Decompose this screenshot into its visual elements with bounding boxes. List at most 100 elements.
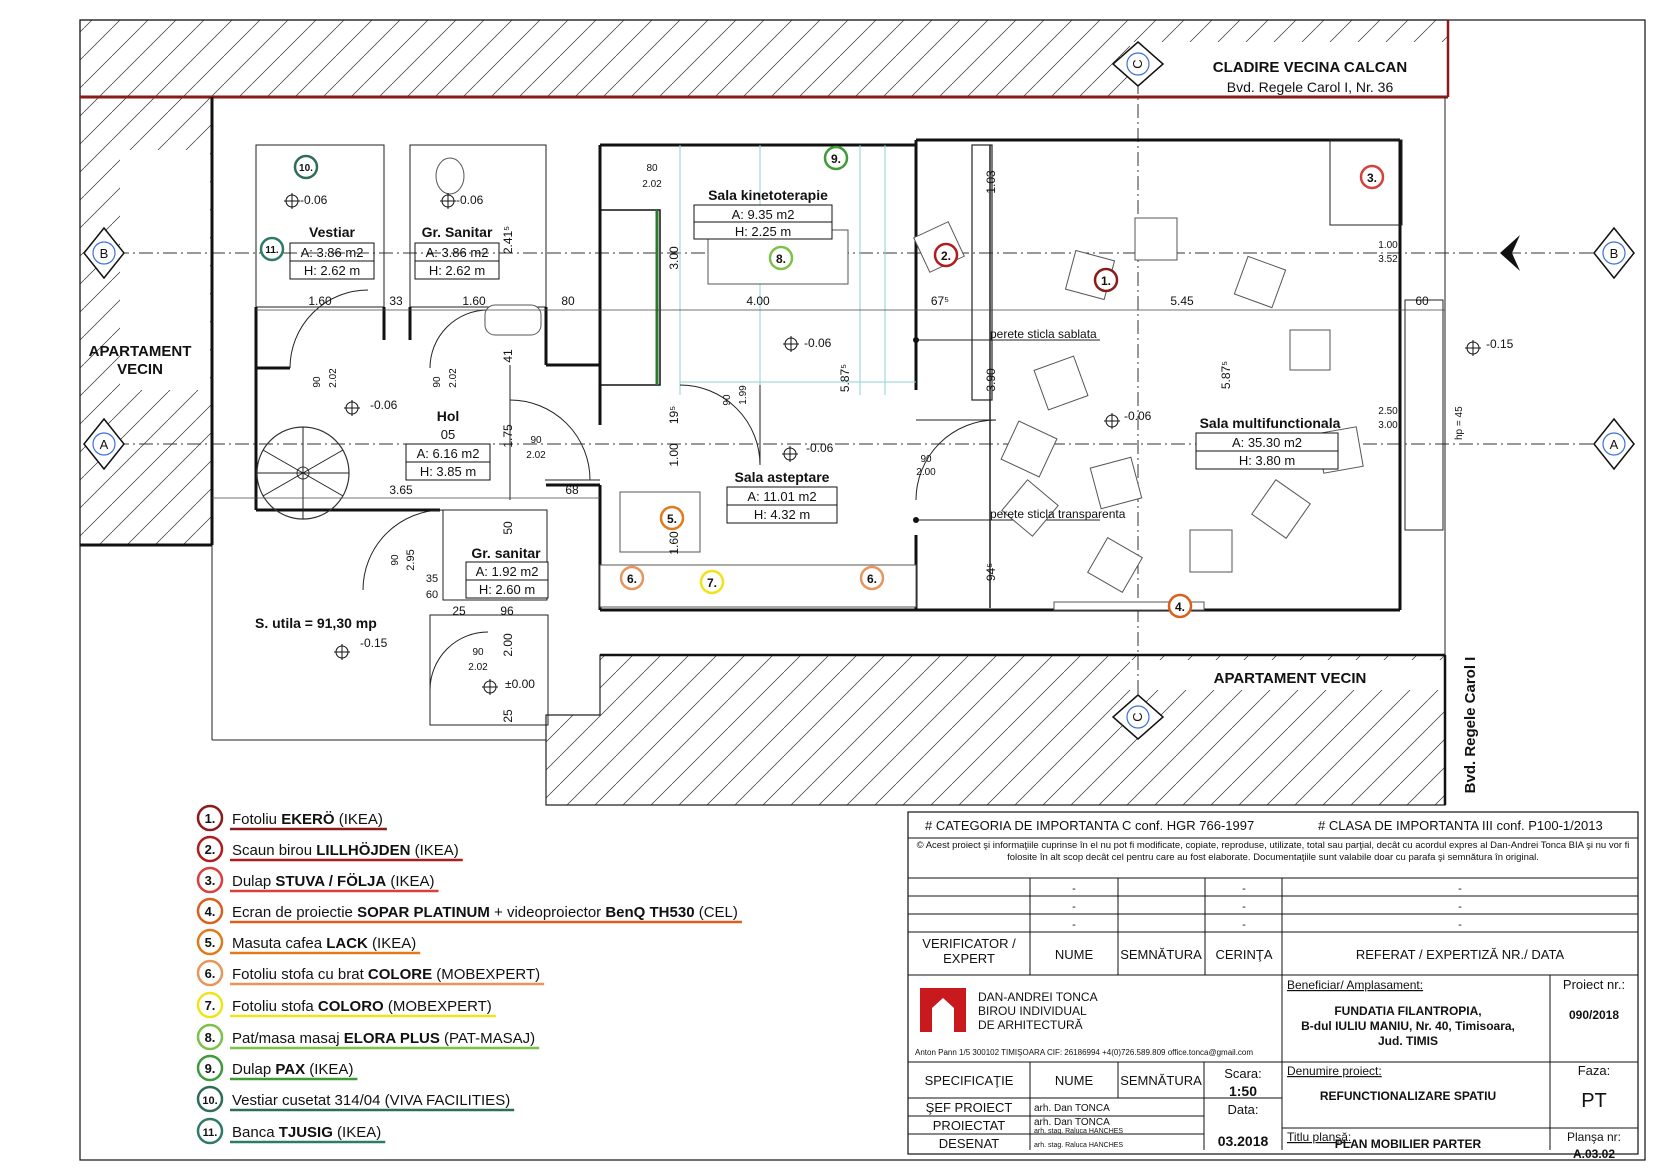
svg-text:H: 2.60 m: H: 2.60 m xyxy=(479,582,535,597)
legend-item: 2. Scaun birou LILLHÖJDEN (IKEA) xyxy=(196,835,463,863)
svg-text:2.02: 2.02 xyxy=(526,450,546,461)
svg-text:-: - xyxy=(1242,883,1246,895)
svg-text:Jud. TIMIS: Jud. TIMIS xyxy=(1378,1034,1438,1048)
axis-bubble-b-right: B xyxy=(1593,226,1635,280)
legend-label: Dulap PAX (IKEA) xyxy=(232,1061,353,1078)
legend-number-badge xyxy=(196,928,224,956)
legend-number-badge xyxy=(196,1023,224,1051)
svg-text:FUNDATIA FILANTROPIA,: FUNDATIA FILANTROPIA, xyxy=(1334,1004,1481,1018)
svg-text:3.: 3. xyxy=(1367,171,1377,185)
svg-text:Hol: Hol xyxy=(437,408,460,424)
category-note: # CATEGORIA DE IMPORTANTA C conf. HGR 76… xyxy=(925,818,1254,833)
legend-item: 3.Dulap STUVA / FÖLJA (IKEA) xyxy=(196,866,439,894)
legend-label: Scaun birou LILLHÖJDEN (IKEA) xyxy=(232,842,459,859)
left-apartment-label-1: APARTAMENT xyxy=(89,343,192,360)
plansa-number: A.03.02 xyxy=(1573,1147,1615,1161)
room-label-hol: Hol 05 A: 6.16 m2 H: 3.85 m xyxy=(405,408,491,481)
svg-text:2.02: 2.02 xyxy=(448,368,459,388)
svg-text:Gr. Sanitar: Gr. Sanitar xyxy=(422,224,493,240)
furniture-legend: 1.Fotoliu EKERÖ (IKEA) 2. Scaun birou LILL… xyxy=(196,804,742,1145)
svg-text:1.60: 1.60 xyxy=(308,294,332,308)
hp-note: hp = 45 xyxy=(1454,406,1465,440)
svg-text:2.41⁵: 2.41⁵ xyxy=(501,226,515,254)
legend-label: Dulap STUVA / FÖLJA (IKEA) xyxy=(232,873,435,890)
svg-text:REFERAT / EXPERTIZĂ NR./ DATA: REFERAT / EXPERTIZĂ NR./ DATA xyxy=(1356,947,1565,962)
legend-item: 6.Fotoliu stofa cu brat COLORE (MOBEXPER… xyxy=(196,959,545,987)
svg-text:Sala asteptare: Sala asteptare xyxy=(735,469,830,485)
svg-text:Vestiar: Vestiar xyxy=(309,224,355,240)
svg-text:94⁵: 94⁵ xyxy=(984,563,998,581)
marker-9: 9. xyxy=(823,145,849,171)
svg-text:B-dul IULIU MANIU, Nr. 40, Tim: B-dul IULIU MANIU, Nr. 40, Timisoara, xyxy=(1301,1019,1515,1033)
svg-text:A: 1.92 m2: A: 1.92 m2 xyxy=(476,564,539,579)
svg-text:PROIECTAT: PROIECTAT xyxy=(933,1118,1006,1133)
room-label-gr-sanitar: Gr. Sanitar A: 3.86 m2 H: 2.62 m xyxy=(414,224,500,280)
verificator-label: VERIFICATOR / EXPERT xyxy=(922,936,1016,966)
svg-text:5.87⁵: 5.87⁵ xyxy=(838,364,852,392)
level-markers: -0.06 -0.06 -0.06 -0.06 -0.06 -0.06 -0.1… xyxy=(284,193,1514,695)
useful-area-note: S. utila = 91,30 mp xyxy=(255,615,377,631)
svg-text:H: 3.85 m: H: 3.85 m xyxy=(420,464,476,479)
svg-text:arh. Dan TONCA: arh. Dan TONCA xyxy=(1034,1117,1110,1128)
svg-text:1:50: 1:50 xyxy=(1229,1083,1257,1099)
legend-label: Masuta cafea LACK (IKEA) xyxy=(232,935,416,952)
svg-text:SPECIFICAŢIE: SPECIFICAŢIE xyxy=(925,1073,1014,1088)
svg-text:90: 90 xyxy=(472,647,484,658)
svg-text:H: 3.80 m: H: 3.80 m xyxy=(1239,453,1295,468)
svg-text:35: 35 xyxy=(426,573,438,585)
svg-text:-: - xyxy=(1072,883,1076,895)
svg-text:Faza:: Faza: xyxy=(1578,1063,1611,1078)
svg-text:NUME: NUME xyxy=(1055,947,1094,962)
furniture xyxy=(435,157,1364,611)
svg-text:SEMNĂTURA: SEMNĂTURA xyxy=(1120,1073,1202,1088)
legend-number: 5. xyxy=(205,935,216,950)
svg-text:Sala multifunctionala: Sala multifunctionala xyxy=(1200,415,1341,431)
svg-text:3.52: 3.52 xyxy=(1378,254,1398,265)
title-block: # CATEGORIA DE IMPORTANTA C conf. HGR 76… xyxy=(907,811,1639,1155)
marker-10: 10. xyxy=(293,154,319,180)
left-apartment-label-2: VECIN xyxy=(117,361,163,378)
svg-text:25: 25 xyxy=(501,709,515,723)
svg-text:Planşa nr:: Planşa nr: xyxy=(1567,1130,1621,1144)
dimension-lines xyxy=(212,309,1445,499)
svg-text:-0.06: -0.06 xyxy=(300,193,328,207)
legend-number-badge xyxy=(196,804,224,832)
svg-text:-0.06: -0.06 xyxy=(806,441,834,455)
svg-text:A: A xyxy=(1610,437,1619,452)
svg-text:33: 33 xyxy=(389,294,403,308)
svg-text:A: 6.16 m2: A: 6.16 m2 xyxy=(417,446,480,461)
svg-text:68: 68 xyxy=(565,483,579,497)
svg-text:arh. Dan TONCA: arh. Dan TONCA xyxy=(1034,1103,1110,1114)
svg-text:NUME: NUME xyxy=(1055,1073,1094,1088)
svg-text:Sala kinetoterapie: Sala kinetoterapie xyxy=(708,187,828,203)
svg-text:CERINŢA: CERINŢA xyxy=(1215,947,1272,962)
marker-3: 3. xyxy=(1359,164,1385,190)
legend-number: 8. xyxy=(205,1030,216,1045)
svg-text:90: 90 xyxy=(530,435,542,446)
legend-item: 5. Masuta cafea LACK (IKEA) xyxy=(196,928,421,956)
legend-number: 11. xyxy=(203,1127,218,1139)
legend-label: Vestiar cusetat 314/04 (VIVA FACILITIES) xyxy=(232,1092,510,1109)
svg-text:80: 80 xyxy=(561,294,575,308)
svg-text:-0.06: -0.06 xyxy=(1124,409,1152,423)
svg-text:2.02: 2.02 xyxy=(642,179,662,190)
svg-text:3.65: 3.65 xyxy=(389,483,413,497)
room-label-sala-multifunctionala: Sala multifunctionala A: 35.30 m2 H: 3.8… xyxy=(1195,415,1341,470)
svg-text:-: - xyxy=(1242,901,1246,913)
svg-text:DESENAT: DESENAT xyxy=(939,1136,999,1151)
legend-label: Fotoliu stofa cu brat COLORE (MOBEXPERT) xyxy=(232,966,540,983)
legend-number-badge xyxy=(196,835,224,863)
svg-text:2.00: 2.00 xyxy=(501,633,515,657)
svg-text:41: 41 xyxy=(501,349,515,363)
svg-text:-: - xyxy=(1072,901,1076,913)
street-label: Bvd. Regele Carol I xyxy=(1462,657,1479,794)
legend-item: 11.Banca TJUSIG (IKEA) xyxy=(196,1117,386,1145)
legend-number-badge xyxy=(196,1085,224,1113)
svg-text:2.02: 2.02 xyxy=(468,662,488,673)
legend-item: 1.Fotoliu EKERÖ (IKEA) xyxy=(196,804,387,832)
legend-item: 7.Fotoliu stofa COLORO (MOBEXPERT) xyxy=(196,991,496,1019)
svg-text:05: 05 xyxy=(441,427,455,442)
svg-text:arh. stag. Raluca HANCHES: arh. stag. Raluca HANCHES xyxy=(1034,1128,1123,1135)
legend-number: 2. xyxy=(205,842,216,857)
svg-text:Beneficiar/ Amplasament:: Beneficiar/ Amplasament: xyxy=(1287,978,1423,992)
